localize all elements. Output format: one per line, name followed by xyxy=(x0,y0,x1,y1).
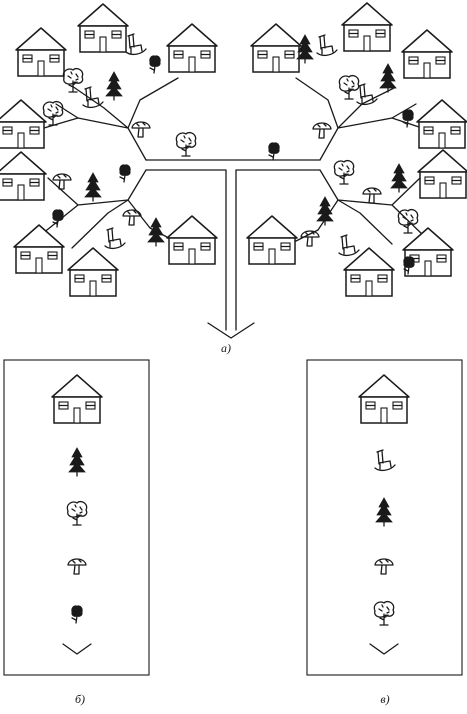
fir-tree-icon xyxy=(375,497,393,527)
road-segment xyxy=(337,87,395,129)
house-icon xyxy=(67,247,119,297)
rocking-chair-icon xyxy=(338,234,360,257)
mushroom-icon xyxy=(67,558,87,575)
road-segment xyxy=(319,117,393,161)
leafy-tree-icon xyxy=(333,159,355,185)
rocking-chair-icon xyxy=(125,33,147,56)
arrow-down-chevron-icon xyxy=(369,643,399,655)
flower-icon xyxy=(71,605,83,624)
caption-a: а) xyxy=(221,341,231,355)
road-segment xyxy=(337,199,393,245)
road-segment xyxy=(295,77,339,129)
fir-tree-icon xyxy=(68,447,86,477)
leafy-tree-icon xyxy=(62,67,84,93)
house-icon xyxy=(0,151,47,201)
arrow-down-chevron-icon xyxy=(62,643,92,655)
rocking-chair-icon xyxy=(316,34,338,57)
leafy-tree-icon xyxy=(66,500,88,526)
road-segment xyxy=(145,169,227,331)
flower-icon xyxy=(268,142,280,161)
fir-tree-icon xyxy=(147,217,165,247)
road-segment xyxy=(77,117,147,161)
houses-layer xyxy=(0,2,467,297)
mushroom-icon xyxy=(52,173,72,190)
fir-tree-icon xyxy=(105,71,123,101)
house-icon xyxy=(417,149,467,199)
road-network xyxy=(41,77,425,339)
house-icon xyxy=(341,2,393,52)
road-segment xyxy=(391,177,425,237)
road-segment xyxy=(319,169,393,206)
panel-v-items xyxy=(358,374,410,655)
fir-tree-icon xyxy=(379,63,397,93)
legend-panels xyxy=(3,359,463,676)
rocking-chair-icon xyxy=(374,449,396,472)
house-icon xyxy=(15,27,67,77)
leafy-tree-icon xyxy=(42,100,64,126)
mushroom-icon xyxy=(122,209,142,226)
rocking-chair-icon xyxy=(82,86,104,109)
house-icon xyxy=(343,247,395,297)
caption-b: б) xyxy=(75,692,85,706)
road-segment xyxy=(71,85,129,129)
house-icon xyxy=(402,227,454,277)
rocking-chair-icon xyxy=(356,83,378,106)
mushroom-icon xyxy=(131,121,151,138)
leafy-tree-icon xyxy=(175,131,197,157)
fir-tree-icon xyxy=(390,163,408,193)
flower-icon xyxy=(119,164,131,183)
mushroom-icon xyxy=(300,230,320,247)
house-icon xyxy=(250,23,302,73)
house-icon xyxy=(0,99,47,149)
fir-tree-icon xyxy=(296,34,314,64)
road-segment xyxy=(71,199,129,249)
house-icon xyxy=(77,3,129,53)
house-icon xyxy=(166,23,218,73)
flower-icon xyxy=(402,109,414,128)
caption-v: в) xyxy=(380,692,389,706)
house-icon xyxy=(416,99,467,149)
fir-tree-icon xyxy=(84,172,102,202)
panel-v-frame xyxy=(306,359,463,676)
road-segment xyxy=(43,103,79,129)
leafy-tree-icon xyxy=(373,600,395,626)
house-icon xyxy=(401,29,453,79)
road-segment xyxy=(289,199,339,245)
mushroom-icon xyxy=(374,558,394,575)
flower-icon xyxy=(149,55,161,74)
mushroom-icon xyxy=(312,122,332,139)
house-icon xyxy=(246,215,298,265)
house-icon xyxy=(358,374,410,424)
house-icon xyxy=(13,224,65,274)
road-segment xyxy=(235,169,321,331)
house-icon xyxy=(51,374,103,424)
flower-icon xyxy=(52,209,64,228)
leafy-tree-icon xyxy=(338,74,360,100)
rocking-chair-icon xyxy=(104,227,126,250)
panel-b-items xyxy=(51,374,103,655)
objects-layer xyxy=(42,33,419,275)
fir-tree-icon xyxy=(316,196,334,226)
flower-icon xyxy=(403,256,415,275)
mushroom-icon xyxy=(362,187,382,204)
panel-b-frame xyxy=(3,359,150,676)
house-icon xyxy=(166,215,218,265)
leafy-tree-icon xyxy=(397,208,419,234)
road-segment xyxy=(41,177,79,235)
road-segment xyxy=(127,77,179,129)
road-segment xyxy=(207,322,255,339)
